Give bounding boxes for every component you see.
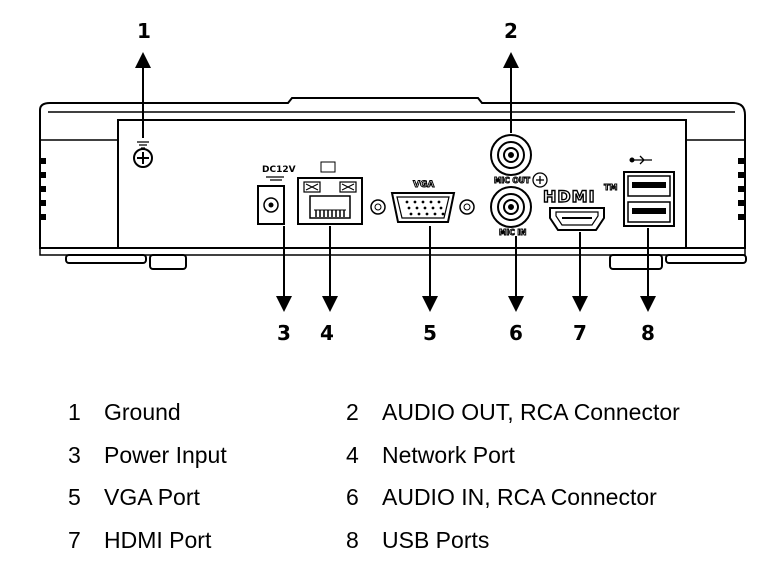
right-vents — [738, 158, 744, 220]
usb-ports — [623, 155, 675, 227]
network-port — [297, 161, 363, 225]
vga-port: VGA — [370, 180, 475, 223]
svg-text:TM: TM — [604, 183, 617, 192]
callout-3: 3 — [277, 321, 291, 345]
callout-7: 7 — [573, 321, 587, 345]
callout-8: 8 — [641, 321, 655, 345]
callout-1: 1 — [137, 19, 151, 43]
audio-out-rca: MIC OUT — [490, 134, 548, 188]
callout-2: 2 — [504, 19, 518, 43]
svg-text:MIC IN: MIC IN — [499, 228, 526, 237]
ground-screw — [133, 141, 153, 168]
callout-6: 6 — [509, 321, 523, 345]
callout-arrows — [135, 52, 656, 312]
device-chassis — [39, 97, 747, 270]
callout-numbers: 1 2 3 4 5 6 7 8 — [137, 19, 655, 345]
power-jack: DC12V — [257, 165, 296, 225]
audio-in-rca: MIC IN — [490, 186, 532, 238]
device-rear-panel-diagram: DC12V VGA — [39, 19, 747, 345]
callout-5: 5 — [423, 321, 437, 345]
left-vents — [40, 158, 46, 220]
svg-text:MIC OUT: MIC OUT — [494, 176, 531, 185]
svg-text:HDMI: HDMI — [543, 187, 596, 206]
svg-text:VGA: VGA — [413, 180, 434, 190]
hdmi-port: HDMI TM — [542, 183, 618, 231]
svg-text:DC12V: DC12V — [262, 165, 296, 175]
callout-4: 4 — [320, 321, 334, 345]
